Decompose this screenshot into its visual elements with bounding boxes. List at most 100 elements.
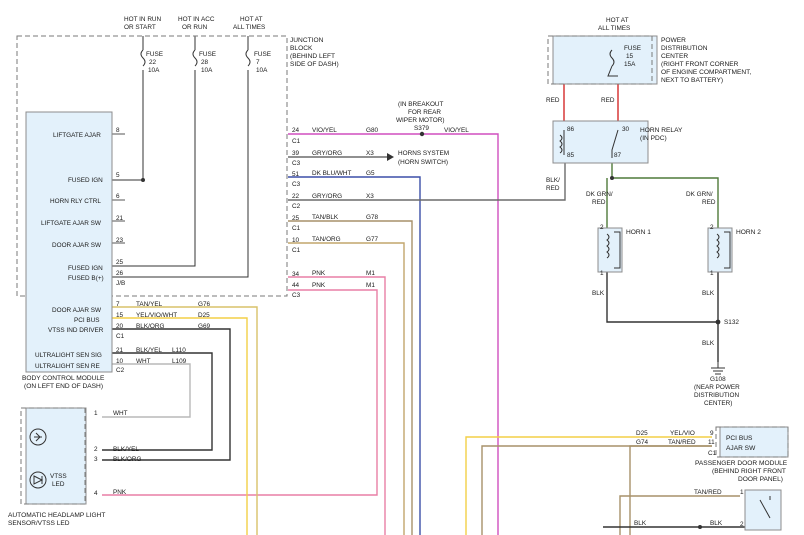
ground-loc-3: CENTER) (704, 400, 732, 407)
relay-pin-30: 30 (622, 126, 630, 133)
wire-tan-org (288, 242, 405, 535)
wire-code-l109: L109 (172, 358, 187, 365)
wire-label-blk-org: BLK/ORG (136, 323, 164, 330)
wire-label-wht: WHT (136, 358, 151, 365)
wire-yel-vio-pdm (465, 436, 712, 535)
relay-wire-red-1: RED (546, 97, 560, 104)
bcm-caption-2: (ON LEFT END OF DASH) (24, 383, 103, 390)
junction-block (16, 35, 288, 297)
wire-code-g69: G69 (198, 323, 211, 330)
jb-conn-39: C3 (292, 160, 301, 167)
wire-label-tan-yel: TAN/YEL (136, 301, 163, 308)
supply-all-times-1: HOT AT (240, 16, 263, 23)
fuse-28-name: FUSE (199, 51, 216, 58)
ground-loc-1: (NEAR POWER (694, 384, 740, 391)
headlamp-sensor-dashed (20, 407, 86, 505)
wire-dk-grn-red (611, 162, 719, 228)
wire-code-g76: G76 (198, 301, 211, 308)
splice-relay-87 (610, 176, 614, 180)
pdm-wire-d25: D25 (636, 430, 648, 437)
bcm-label-horn-rly: HORN RLY CTRL (50, 198, 101, 205)
pdc-label-5: OF ENGINE COMPARTMENT, (661, 69, 751, 76)
bcm-pin-26: 26 (116, 270, 124, 277)
wire-tan-red-pdm (481, 445, 712, 535)
relay-wire-blk: BLK/ (546, 177, 560, 184)
jb-label-1: JUNCTION (290, 37, 324, 44)
wire-gry-org-relay (288, 160, 566, 201)
pdc-label-4: (RIGHT FRONT CORNER (661, 61, 739, 68)
sensor-wire-blk-org: BLK/ORG (113, 456, 141, 463)
wire-label-pnk-2: PNK (312, 282, 326, 289)
bcm-pin-c2: C2 (116, 367, 125, 374)
pdm-caption-3: DOOR PANEL) (738, 476, 783, 483)
passenger-door-module (719, 426, 789, 458)
fuse-15-amp: 15A (624, 61, 636, 68)
jb-pin-34: 34 (292, 271, 300, 278)
wire-code-g78: G78 (366, 214, 379, 221)
door-switch-icon (759, 496, 771, 519)
ground-wire: BLK (702, 340, 715, 347)
horn1-pin-1: 1 (600, 270, 604, 277)
breakout-splice: S379 (414, 125, 429, 132)
horn2-pin-2: 2 (710, 224, 714, 231)
jb-conn-44: C3 (292, 292, 301, 299)
jb-label-4: SIDE OF DASH) (290, 61, 339, 68)
horn-relay (552, 120, 649, 164)
splice-fused-ign (141, 178, 145, 182)
pdm-bottom-wire-2: BLK (710, 520, 723, 527)
bcm-label-fused-b: FUSED B(+) (68, 275, 104, 282)
sensor-caption-2: SENSOR/VTSS LED (8, 520, 70, 527)
wire-blk-horns (606, 272, 719, 323)
jb-conn-25: C1 (292, 225, 301, 232)
splice-s379 (419, 131, 425, 137)
wire-label-gry-org-1: GRY/ORG (312, 150, 342, 157)
fuse-7-name: FUSE (254, 51, 271, 58)
bcm-pin-20: 20 (116, 323, 124, 330)
splice-s132 (715, 319, 721, 325)
supply-acc-run-1: HOT IN ACC (178, 16, 215, 23)
wire-bcm-fused-b (112, 70, 249, 278)
vtss-led-icon (29, 471, 47, 489)
breakout-wire: VIO/YEL (444, 127, 469, 134)
body-control-module (25, 111, 113, 373)
horn2-wire-bot: BLK (702, 290, 715, 297)
sensor-caption-1: AUTOMATIC HEADLAMP LIGHT (8, 512, 105, 519)
bcm-pin-7: 7 (116, 301, 120, 308)
breakout-1: (IN BREAKOUT (398, 101, 444, 108)
headlamp-sensor (25, 407, 87, 505)
wire-code-g80: G80 (366, 127, 379, 134)
jb-conn-22: C2 (292, 203, 301, 210)
wire-vio-yel (288, 133, 499, 535)
pdc-label-2: DISTRIBUTION (661, 45, 708, 52)
wire-label-pnk-1: PNK (312, 270, 326, 277)
bcm-label-door-sw: DOOR AJAR SW (52, 242, 102, 249)
wire-code-x3-1: X3 (366, 150, 374, 157)
wire-code-m1-1: M1 (366, 270, 375, 277)
jb-label-2: BLOCK (290, 45, 313, 52)
ground-splice: S132 (724, 319, 739, 326)
wire-label-tan-org: TAN/ORG (312, 236, 341, 243)
pdc-label-1: POWER (661, 37, 686, 44)
pdc-supply-1: HOT AT (606, 17, 629, 24)
wire-code-g5: G5 (366, 170, 375, 177)
horn-1-coil-icon (606, 231, 621, 269)
bcm-pin-10: 10 (116, 358, 124, 365)
supply-all-times-2: ALL TIMES (233, 24, 265, 31)
wire-bcm-blk-org (102, 328, 231, 461)
pdm-label-pci: PCI BUS (726, 435, 753, 442)
wire-code-x3-2: X3 (366, 193, 374, 200)
jb-pin-44: 44 (292, 282, 300, 289)
bcm-label-door-sw-2: DOOR AJAR SW (52, 307, 102, 314)
bcm-label-liftgate-sw: LIFTGATE AJAR SW (41, 220, 102, 227)
bcm-label-fused-ign: FUSED IGN (68, 177, 103, 184)
wire-code-m1-2: M1 (366, 282, 375, 289)
wire-tan-blk (288, 220, 413, 535)
breakout-2: FOR REAR (408, 109, 441, 116)
bcm-label-pci-bus: PCI BUS (74, 317, 100, 324)
sensor-wire-blk-yel: BLK/YEL (113, 446, 139, 453)
bcm-label-vtss: VTSS IND DRIVER (48, 327, 104, 334)
wire-tan-red-sw (619, 495, 740, 535)
wire-bcm-yel-vio-wht (112, 317, 248, 535)
wire-code-d25: D25 (198, 312, 210, 319)
wire-pnk-34 (288, 276, 386, 535)
